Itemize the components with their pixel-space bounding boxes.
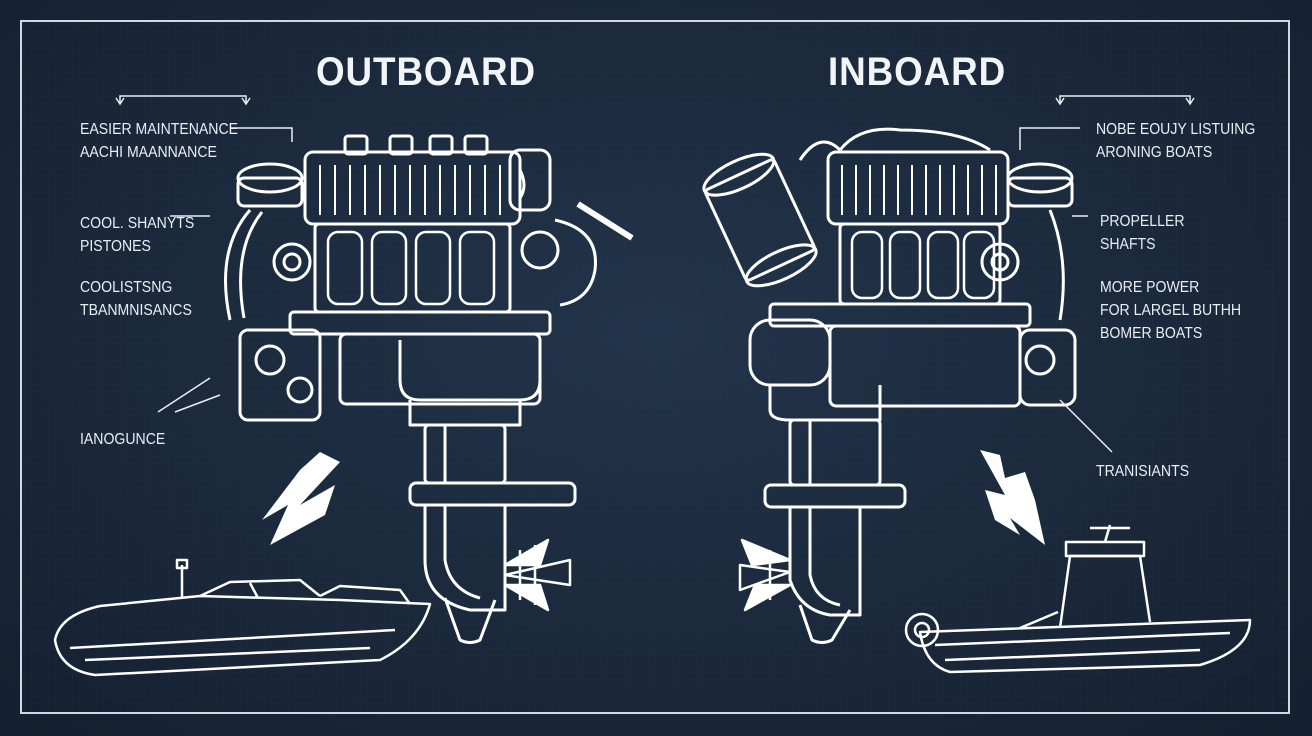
label-more-power: MORE POWER FOR LARGEL BUTHH BOMER BOATS <box>1100 276 1241 345</box>
inboard-title: INBOARD <box>828 50 1007 94</box>
label-line: AACHI MAANNANCE <box>80 144 217 161</box>
outboard-boat-icon <box>53 558 432 677</box>
label-easier-maintenance: EASIER MAINTENANCE AACHI MAANNANCE <box>80 118 238 164</box>
label-transiants: TRANISIANTS <box>1096 460 1189 483</box>
label-line: ARONING BOATS <box>1096 144 1213 161</box>
outboard-title: OUTBOARD <box>316 50 536 94</box>
label-iangunce: IANOGUNCE <box>80 428 165 451</box>
label-cooling: COOLISTSNG TBANMNISANCS <box>80 276 192 322</box>
inboard-boat-icon <box>904 524 1252 674</box>
callout-lines <box>115 95 1195 453</box>
label-line: PROPELLER <box>1100 213 1185 230</box>
label-more-listing: NOBE EOUJY LISTUING ARONING BOATS <box>1096 118 1255 164</box>
outboard-propeller-icon <box>503 538 572 612</box>
label-line: IANOGUNCE <box>80 431 166 448</box>
label-line: TBANMNISANCS <box>80 302 192 319</box>
label-line: SHAFTS <box>1100 236 1156 253</box>
label-line: TRANISIANTS <box>1096 463 1190 480</box>
outboard-engine-icon <box>224 134 597 644</box>
label-propeller-shafts: PROPELLER SHAFTS <box>1100 210 1185 256</box>
arrow-icon <box>262 450 1045 545</box>
diagram-frame <box>20 20 1290 714</box>
label-cool-shafts: COOL. SHANYTS PISTONES <box>80 212 194 258</box>
inboard-engine-icon <box>702 127 1077 644</box>
label-line: FOR LARGEL BUTHH <box>1100 302 1242 319</box>
label-line: PISTONES <box>80 238 151 255</box>
label-line: COOL. SHANYTS <box>80 215 195 232</box>
label-line: EASIER MAINTENANCE <box>80 121 239 138</box>
label-line: BOMER BOATS <box>1100 325 1203 342</box>
inboard-propeller-icon <box>738 538 792 612</box>
label-line: NOBE EOUJY LISTUING <box>1096 121 1256 138</box>
label-line: MORE POWER <box>1100 279 1200 296</box>
label-line: COOLISTSNG <box>80 279 173 296</box>
